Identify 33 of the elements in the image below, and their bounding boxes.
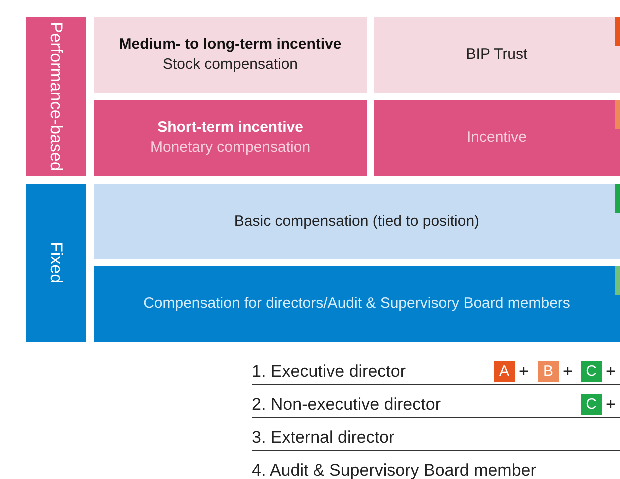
cell-text: BIP Trust bbox=[466, 45, 528, 65]
band-title: Performance-based bbox=[46, 22, 66, 172]
list-item: 1. Executive director bbox=[252, 362, 406, 382]
plus-sign: + bbox=[563, 362, 573, 382]
letter-badge bbox=[538, 361, 559, 382]
cell-text: Compensation for directors/Audit & Supervisory Board members bbox=[144, 294, 570, 314]
badge-letter: C bbox=[586, 394, 597, 414]
plus-sign: + bbox=[606, 395, 616, 415]
cell-text: Monetary compensation bbox=[150, 138, 311, 158]
plus-sign: + bbox=[606, 362, 616, 382]
plus-sign: + bbox=[519, 362, 529, 382]
cell-heading: Medium- to long-term incentive bbox=[119, 35, 342, 55]
cell bbox=[94, 100, 367, 176]
cell bbox=[374, 17, 620, 93]
badge-letter: B bbox=[543, 362, 554, 382]
letter-badge bbox=[494, 361, 515, 382]
cell-heading: Short-term incentive bbox=[158, 118, 304, 138]
badge-letter: A bbox=[499, 362, 510, 382]
cell bbox=[94, 17, 367, 93]
cell-text: Incentive bbox=[466, 128, 528, 148]
cell-text: Stock compensation bbox=[162, 55, 298, 75]
vertical-band bbox=[26, 17, 86, 176]
list-item: 3. External director bbox=[252, 428, 395, 448]
list-item: 2. Non-executive director bbox=[252, 395, 441, 415]
badge-letter: C bbox=[586, 362, 597, 382]
cell bbox=[94, 184, 620, 259]
cell-text: Basic compensation (tied to position) bbox=[234, 212, 480, 232]
cell bbox=[94, 266, 620, 342]
letter-badge bbox=[581, 361, 602, 382]
band-title: Fixed bbox=[46, 242, 66, 284]
letter-badge bbox=[581, 394, 602, 415]
vertical-band bbox=[26, 184, 86, 342]
cell bbox=[374, 100, 620, 176]
